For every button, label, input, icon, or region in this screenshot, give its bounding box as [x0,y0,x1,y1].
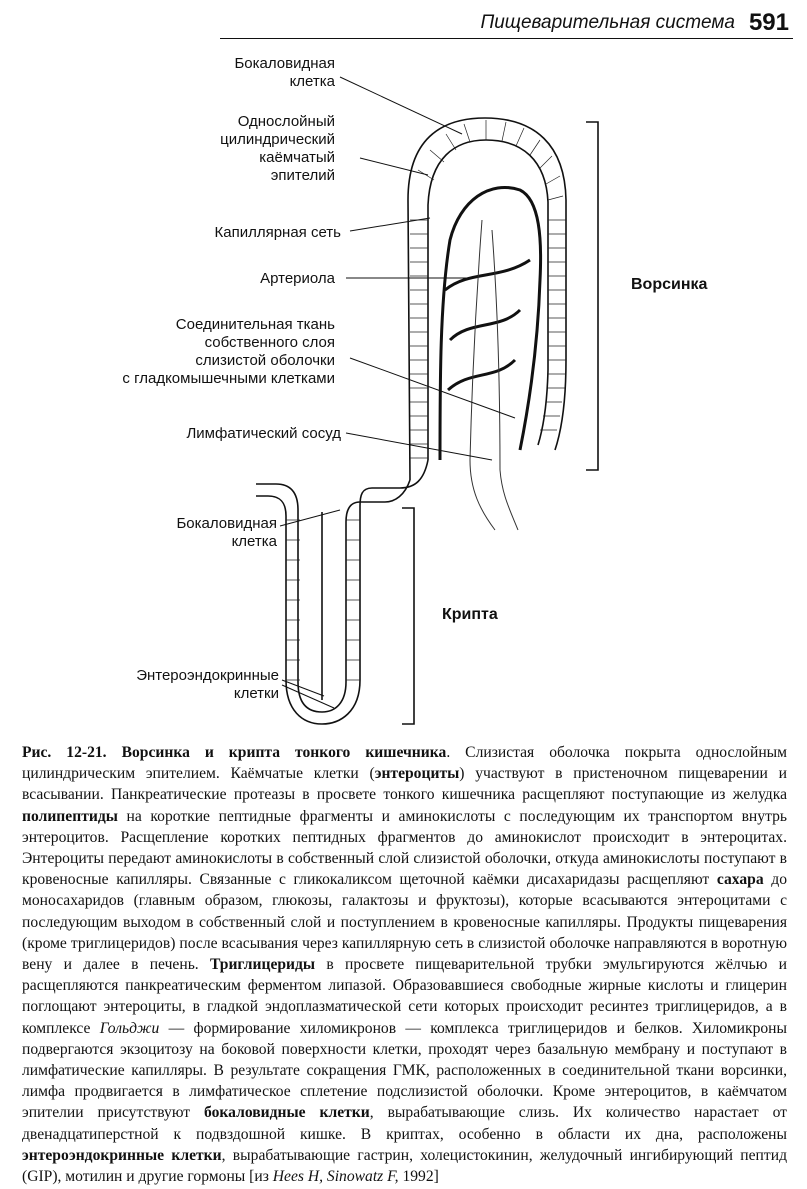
label-goblet-cell-top: Бокаловидная клетка [234,55,335,91]
label-lymphatic-vessel: Лимфатический сосуд [186,425,341,443]
label-line: Однослойный [220,113,335,131]
term-sugars: сахара [717,871,764,888]
label-line: каёмчатый [220,149,335,167]
label-capillary-network: Капиллярная сеть [215,224,342,242]
page-header: Пищеварительная система 591 [0,4,807,38]
region-crypt-label: Крипта [442,606,498,624]
label-epithelium: Однослойный цилиндрический каёмчатый эпи… [220,113,335,185]
reference-authors: Hees H, Sinowatz F, [273,1168,399,1185]
label-goblet-cell-crypt: Бокаловидная клетка [176,515,277,551]
caption-text: на короткие пептидные фрагменты и аминок… [22,808,787,889]
label-line: Энтероэндокринные [136,667,279,685]
term-polypeptides: полипептиды [22,808,118,825]
region-villus-label: Ворсинка [631,276,707,294]
label-line: Бокаловидная [176,515,277,533]
label-line: эпителий [220,167,335,185]
term-golgi: Гольджи [100,1020,160,1037]
label-line: клетка [176,533,277,551]
term-enteroendocrine-cells: энтероэндокринные клетки [22,1147,222,1164]
term-goblet-cells: бокаловидные клетки [204,1104,370,1121]
label-line: цилиндрический [220,131,335,149]
page-number: 591 [749,9,789,37]
label-line: Соединительная ткань [122,316,335,334]
section-title: Пищеварительная система [480,12,735,34]
term-triglycerides: Триглицериды [210,956,315,973]
caption-text: 1992] [399,1168,439,1185]
label-line: собственного слоя [122,334,335,352]
figure-number: Рис. 12-21. [22,744,107,761]
header-rule [220,38,793,39]
label-line: Бокаловидная [234,55,335,73]
figure-caption: Рис. 12-21. Ворсинка и крипта тонкого ки… [22,742,787,1187]
label-connective-tissue: Соединительная ткань собственного слоя с… [122,316,335,388]
label-arteriole: Артериола [260,270,335,288]
villus-crypt-figure: Бокаловидная клетка Однослойный цилиндри… [0,40,807,740]
label-line: слизистой оболочки [122,352,335,370]
label-line: клетка [234,73,335,91]
term-enterocytes: энтероциты [375,765,460,782]
villus-crypt-illustration [0,40,807,740]
label-line: с гладкомышечными клетками [122,370,335,388]
figure-title: Ворсинка и крипта тонкого кишечника [122,744,447,761]
label-line: клетки [136,685,279,703]
label-enteroendocrine-cells: Энтероэндокринные клетки [136,667,279,703]
